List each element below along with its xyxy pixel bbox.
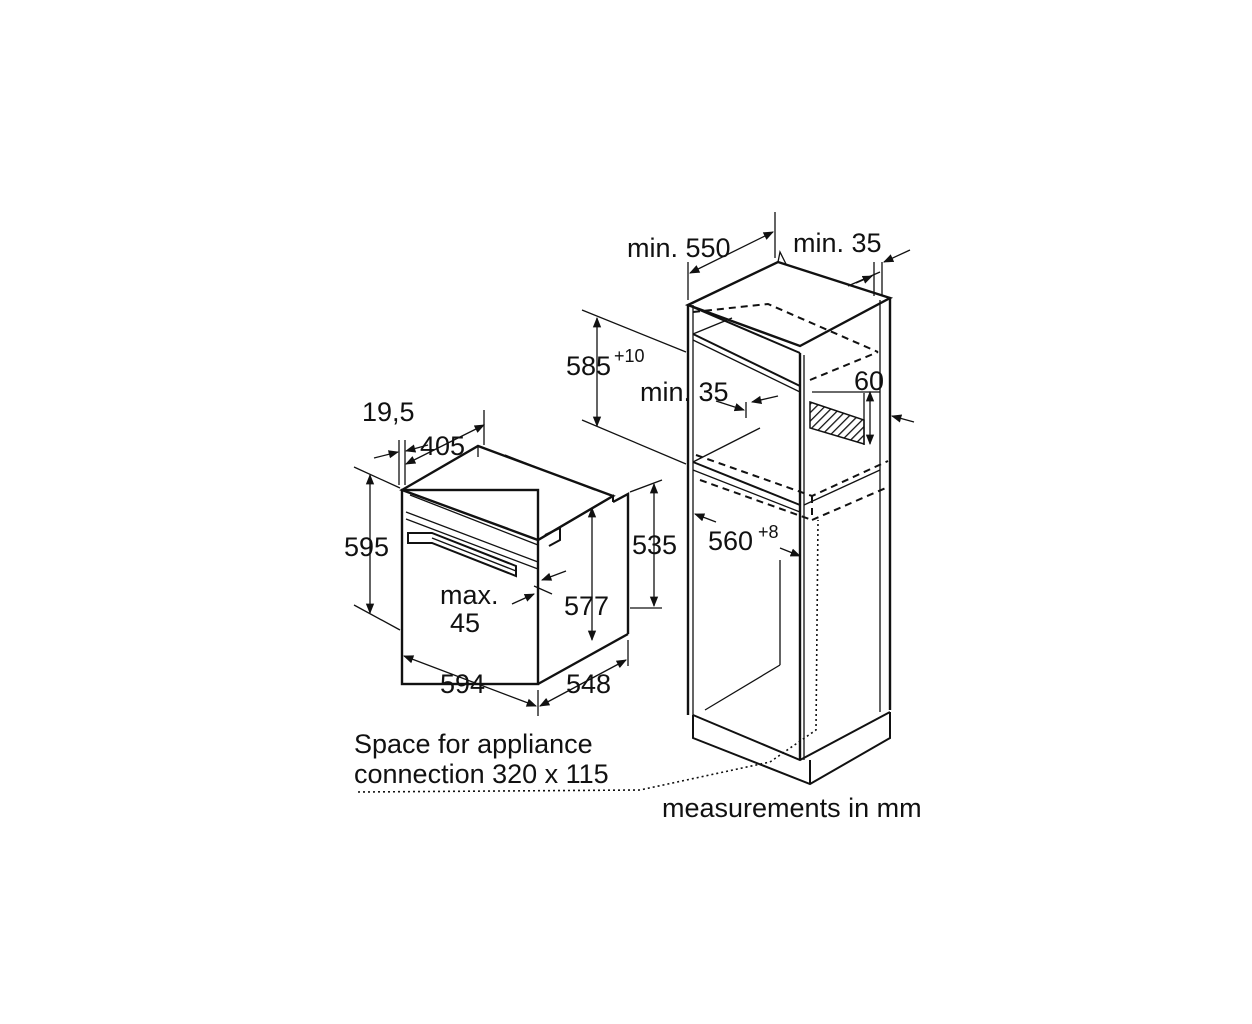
vent-opening — [809, 400, 865, 446]
label-45: 45 — [450, 608, 480, 638]
label-19-5: 19,5 — [362, 397, 415, 427]
note-connection-line2: connection 320 x 115 — [354, 759, 609, 789]
door-handle — [407, 532, 517, 578]
label-560-tol: +8 — [758, 522, 779, 542]
label-585-tol: +10 — [614, 346, 645, 366]
label-535: 535 — [632, 530, 677, 560]
label-595: 595 — [344, 532, 389, 562]
label-60: 60 — [854, 366, 884, 396]
oven-side — [612, 492, 630, 634]
oven-top-edge — [409, 494, 539, 546]
label-560: 560 — [708, 526, 753, 556]
oven-bracket — [544, 526, 561, 547]
cabinet-top — [684, 260, 894, 348]
note-units: measurements in mm — [662, 793, 922, 823]
label-594: 594 — [440, 669, 485, 699]
note-connection-line1: Space for appliance — [354, 729, 593, 759]
labels: 19,5 405 595 535 577 max. 45 594 548 min… — [344, 228, 922, 823]
cabinet-drawing — [357, 250, 894, 793]
label-577: 577 — [564, 591, 609, 621]
label-585: 585 — [566, 351, 611, 381]
connection-path — [357, 519, 819, 793]
oven-dimensions — [353, 410, 663, 716]
cabinet-dimensions — [581, 212, 915, 557]
oven-drawing — [399, 444, 630, 686]
label-min-35-mid: min. 35 — [640, 377, 729, 407]
label-max: max. — [440, 580, 499, 610]
label-548: 548 — [566, 669, 611, 699]
label-min-35-top: min. 35 — [793, 228, 882, 258]
label-min-550: min. 550 — [627, 233, 731, 263]
label-405: 405 — [420, 431, 465, 461]
